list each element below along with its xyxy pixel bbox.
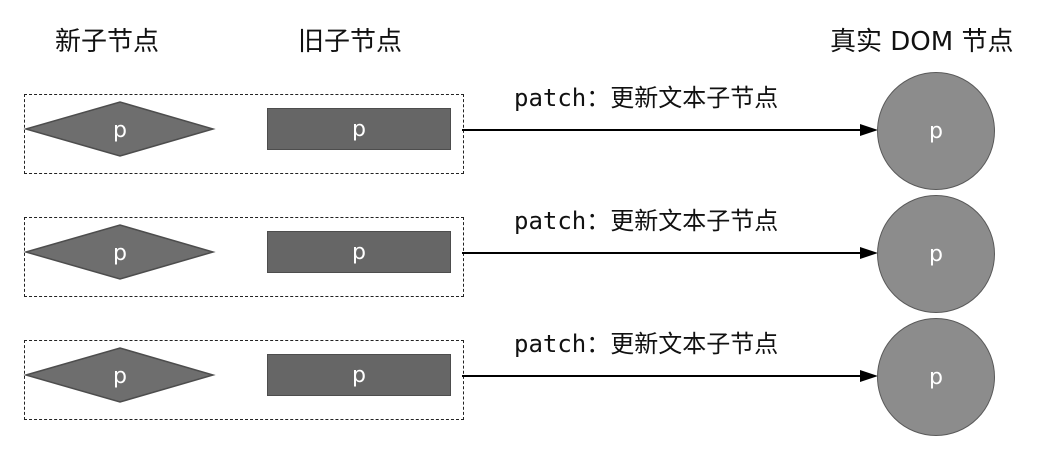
patch-arrow (462, 124, 878, 136)
patch-description: ：更新文本子节点 (586, 330, 779, 358)
header-old-child-nodes: 旧子节点 (298, 27, 403, 57)
old-vnode-label: p (352, 362, 366, 388)
new-vnode-diamond: p (23, 101, 216, 157)
patch-arrow (462, 370, 878, 382)
node-pair-group (24, 94, 464, 174)
node-pair-group (24, 217, 464, 297)
node-pair-group (24, 340, 464, 420)
real-dom-node: p (877, 318, 995, 436)
new-vnode-label: p (113, 241, 127, 266)
header-real-dom-nodes: 真实 DOM 节点 (830, 27, 1014, 57)
new-vnode-label: p (113, 118, 127, 143)
new-vnode-diamond: p (23, 347, 216, 403)
patch-edge-label: patch：更新文本子节点 (514, 326, 778, 362)
node-row-3: p p patch：更新文本子节点 p (0, 318, 1050, 436)
patch-keyword: patch (514, 84, 587, 112)
patch-edge-label: patch：更新文本子节点 (514, 80, 778, 116)
old-vnode-rect: p (267, 108, 451, 150)
old-vnode-rect: p (267, 231, 451, 273)
patch-description: ：更新文本子节点 (586, 207, 779, 235)
patch-keyword: patch (514, 330, 587, 358)
node-row-1: p p patch：更新文本子节点 p (0, 72, 1050, 190)
real-dom-node: p (877, 72, 995, 190)
real-dom-node-label: p (929, 241, 943, 267)
node-row-2: p p patch：更新文本子节点 p (0, 195, 1050, 313)
patch-description: ：更新文本子节点 (586, 84, 779, 112)
new-vnode-label: p (113, 364, 127, 389)
new-vnode-diamond: p (23, 224, 216, 280)
real-dom-node-label: p (929, 118, 943, 144)
old-vnode-label: p (352, 239, 366, 265)
patch-keyword: patch (514, 207, 587, 235)
real-dom-node: p (877, 195, 995, 313)
header-new-child-nodes: 新子节点 (55, 27, 160, 57)
old-vnode-rect: p (267, 354, 451, 396)
patch-arrow (462, 247, 878, 259)
real-dom-node-label: p (929, 364, 943, 390)
old-vnode-label: p (352, 116, 366, 142)
patch-edge-label: patch：更新文本子节点 (514, 203, 778, 239)
